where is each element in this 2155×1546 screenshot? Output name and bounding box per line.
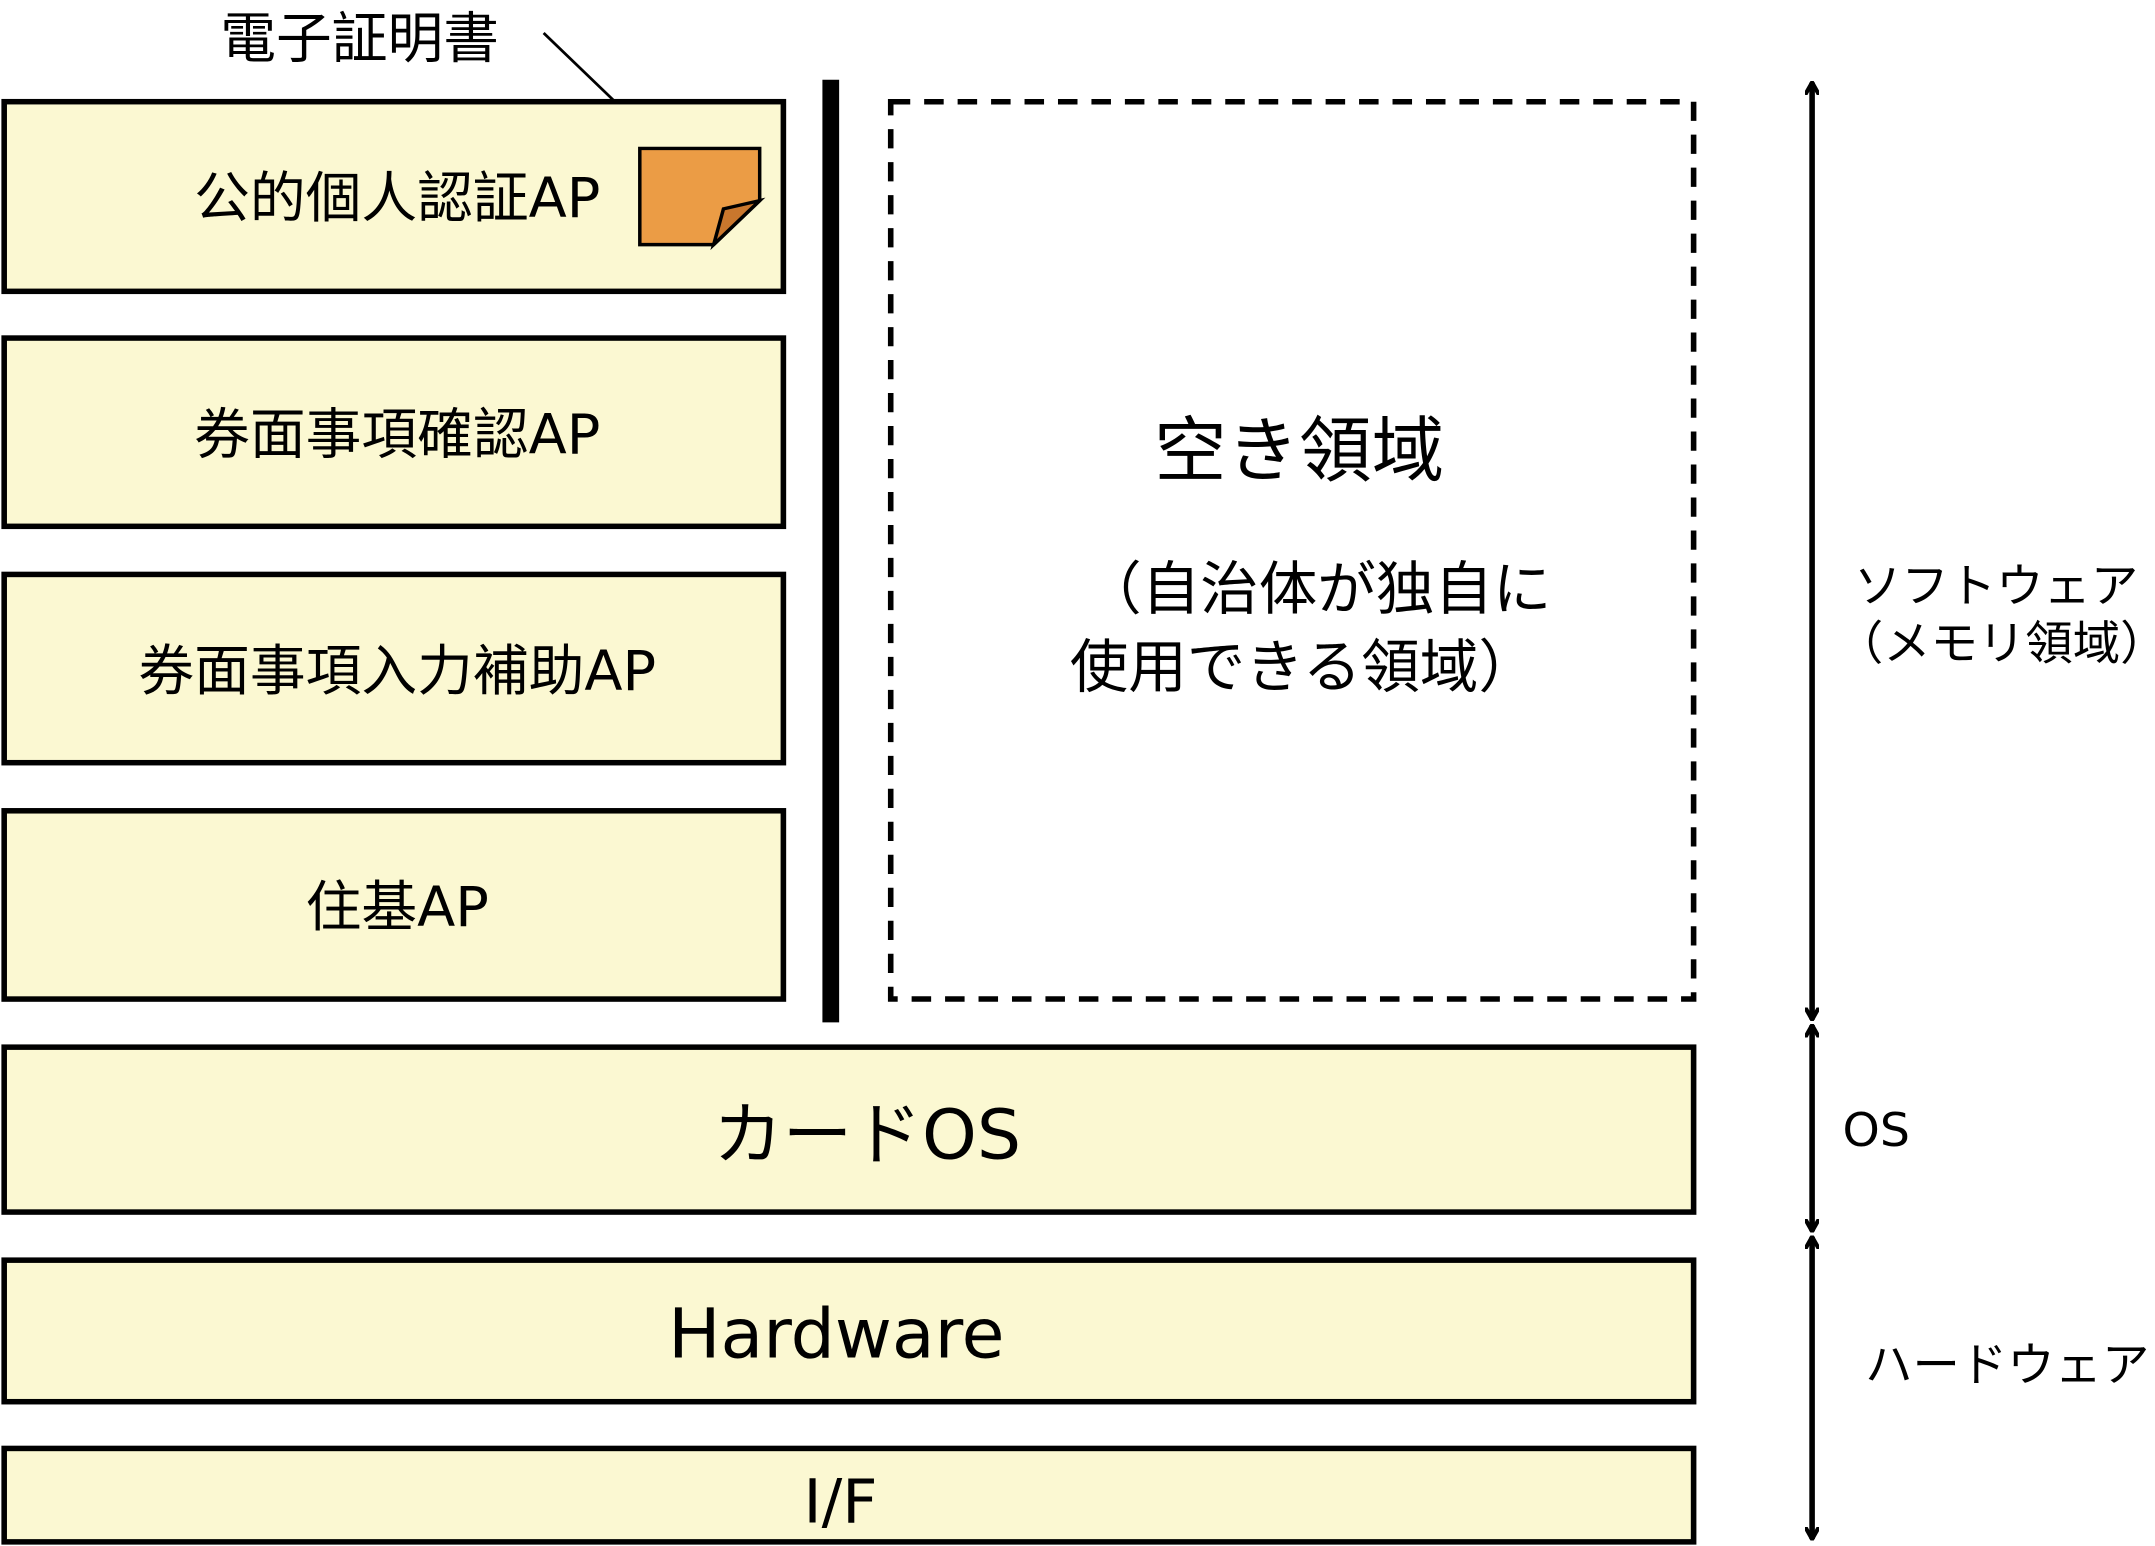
certificate-icon: [638, 146, 766, 251]
app-label: 公的個人認証AP: [194, 167, 600, 231]
free-area-title: 空き領域: [1154, 409, 1444, 492]
certificate-label: 電子証明書: [220, 8, 499, 72]
software-label: ソフトウェア: [1854, 559, 2138, 614]
interface-label: I/F: [804, 1467, 878, 1537]
app-label: 券面事項入力補助AP: [138, 640, 656, 704]
hardware-side-label: ハードウェア: [1865, 1338, 2149, 1393]
free-area-note-2: 使用できる領域）: [1070, 633, 1537, 701]
card-os-box: カードOS: [1, 1044, 1697, 1215]
os-side-label: OS: [1843, 1103, 1910, 1158]
hardware-box: Hardware: [1, 1257, 1697, 1405]
app-box-card-face-input: 券面事項入力補助AP: [1, 571, 787, 766]
app-box-juki: 住基AP: [1, 808, 787, 1002]
hardware-label: Hardware: [668, 1295, 1004, 1374]
free-area-box: 空き領域 （自治体が独自に 使用できる領域）: [887, 98, 1697, 1002]
app-box-card-face-confirm: 券面事項確認AP: [1, 335, 787, 530]
memory-area-label: （メモリ領域）: [1836, 617, 2155, 672]
app-label: 券面事項確認AP: [194, 404, 600, 468]
app-label: 住基AP: [306, 877, 489, 941]
card-os-label: カードOS: [713, 1096, 1021, 1175]
interface-box: I/F: [1, 1445, 1697, 1545]
free-area-note-1: （自治体が独自に: [1083, 555, 1551, 623]
